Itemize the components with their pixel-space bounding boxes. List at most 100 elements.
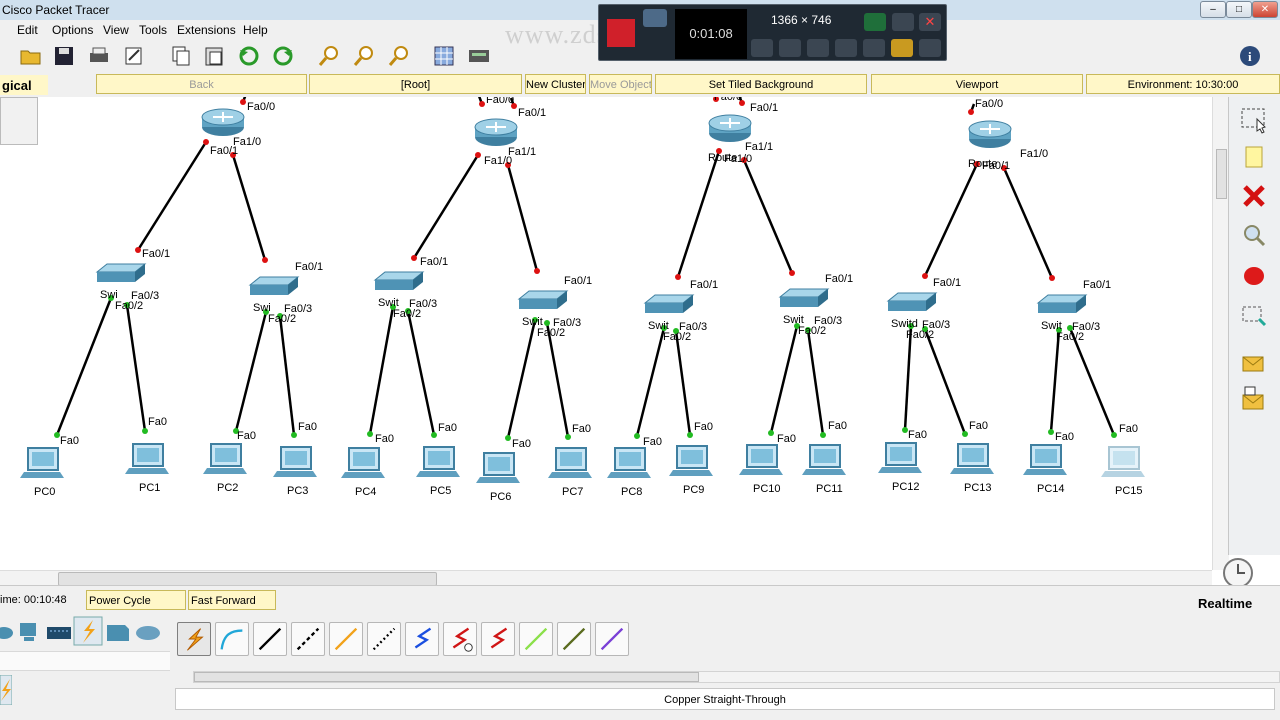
router-2[interactable] [708, 114, 752, 142]
resize-shape-icon[interactable] [1237, 299, 1271, 333]
menu-edit[interactable]: Edit [17, 23, 38, 37]
router-3[interactable] [968, 120, 1012, 148]
add-simple-pdu-icon[interactable] [1237, 345, 1271, 379]
region-icon[interactable] [864, 13, 886, 31]
cursor-icon[interactable] [835, 39, 857, 57]
menu-help[interactable]: Help [243, 23, 268, 37]
fast-forward-time-button[interactable]: Fast Forward Time [188, 590, 276, 627]
pc-1[interactable] [125, 443, 169, 474]
horizontal-scrollbar[interactable] [0, 570, 1212, 586]
switch-6[interactable] [886, 292, 938, 311]
power-cycle-devices-button[interactable]: Power Cycle Devices [86, 590, 186, 627]
switch-pc-link[interactable] [55, 297, 113, 436]
router-0[interactable] [201, 108, 245, 136]
switch-pc-link[interactable] [506, 319, 537, 439]
close-button[interactable]: ✕ [1252, 1, 1278, 18]
pc-4[interactable] [341, 447, 385, 478]
switch-pc-link[interactable] [923, 328, 967, 435]
switch-pc-link[interactable] [234, 311, 268, 432]
pc-8[interactable] [607, 447, 651, 478]
switch-pc-link[interactable] [769, 325, 799, 434]
palette-icon[interactable] [431, 44, 457, 68]
info-icon[interactable]: i [1237, 44, 1263, 68]
router-switch-link[interactable] [506, 164, 539, 272]
router-1[interactable] [474, 118, 518, 146]
router-switch-link[interactable] [676, 150, 721, 278]
connections-category-icon[interactable] [73, 616, 103, 646]
usb-icon[interactable] [595, 622, 629, 656]
viewport-button[interactable]: Viewport [871, 74, 1083, 94]
menu-view[interactable]: View [103, 23, 129, 37]
switch-7[interactable] [1036, 294, 1088, 313]
router-switch-link[interactable] [742, 159, 794, 274]
connections-selected-icon[interactable] [0, 675, 12, 705]
switch-1[interactable] [248, 276, 300, 295]
horizontal-scroll-thumb[interactable] [58, 572, 437, 586]
activity-wizard-icon[interactable] [121, 44, 147, 68]
custom-device-icon[interactable] [466, 44, 492, 68]
microphone-icon[interactable] [779, 39, 801, 57]
switch-pc-link[interactable] [406, 310, 436, 436]
environment-button[interactable]: Environment: 10:30:00 [1086, 74, 1280, 94]
pc-3[interactable] [273, 446, 317, 477]
switch-pc-link[interactable] [278, 315, 296, 436]
set-tiled-background-button[interactable]: Set Tiled Background [655, 74, 867, 94]
vertical-scroll-thumb[interactable] [1216, 149, 1227, 199]
select-icon[interactable] [1237, 103, 1271, 137]
pen-icon[interactable] [863, 39, 885, 57]
automatic-icon[interactable] [177, 622, 211, 656]
open-folder-icon[interactable] [18, 44, 44, 68]
router-switch-link[interactable] [923, 163, 979, 277]
router-switch-link[interactable] [231, 154, 267, 261]
pc-9[interactable] [669, 445, 713, 476]
save-icon[interactable] [51, 44, 77, 68]
zoom-out-icon[interactable] [386, 44, 412, 68]
move-object-button[interactable]: Move Object [589, 74, 652, 94]
inspect-icon[interactable] [1237, 219, 1271, 253]
back-button[interactable]: Back [96, 74, 307, 94]
switch-5[interactable] [778, 288, 830, 307]
recorder-minimize-icon[interactable] [892, 13, 914, 31]
zoom-reset-icon[interactable] [351, 44, 377, 68]
logical-tab[interactable]: gical [0, 75, 48, 95]
iot-icon[interactable] [557, 622, 591, 656]
paste-icon[interactable] [201, 44, 227, 68]
pc-2[interactable] [203, 443, 247, 474]
router-switch-link[interactable] [1002, 167, 1054, 279]
pc-15[interactable] [1101, 446, 1145, 477]
phone-icon[interactable] [367, 622, 401, 656]
copy-icon[interactable] [168, 44, 194, 68]
webcam-icon[interactable] [807, 39, 829, 57]
security-category-icon[interactable] [45, 619, 73, 647]
connection-scrollbar[interactable] [193, 671, 1280, 683]
switch-pc-link[interactable] [125, 304, 147, 432]
coaxial-icon[interactable] [405, 622, 439, 656]
switch-pc-link[interactable] [545, 322, 570, 438]
menu-options[interactable]: Options [52, 23, 94, 37]
folder-icon[interactable] [891, 39, 913, 57]
pc-7[interactable] [548, 447, 592, 478]
realtime-mode-label[interactable]: Realtime [1198, 596, 1253, 611]
fiber-icon[interactable] [329, 622, 363, 656]
switch-pc-link[interactable] [806, 329, 825, 436]
router-switch-link[interactable] [412, 154, 480, 259]
copper-straight-icon[interactable] [253, 622, 287, 656]
new-cluster-button[interactable]: New Cluster [525, 74, 586, 94]
menu-extensions[interactable]: Extensions [177, 23, 236, 37]
pc-12[interactable] [878, 442, 922, 473]
routers-category-icon[interactable] [0, 619, 14, 647]
camera-icon[interactable] [643, 9, 667, 27]
connection-scroll-thumb[interactable] [194, 672, 699, 682]
cluster-icon[interactable] [0, 97, 38, 145]
print-icon[interactable] [86, 44, 112, 68]
switch-pc-link[interactable] [1068, 327, 1116, 436]
pc-13[interactable] [950, 443, 994, 474]
speaker-icon[interactable] [751, 39, 773, 57]
draw-ellipse-icon[interactable] [1237, 259, 1271, 293]
minimize-button[interactable]: – [1200, 1, 1226, 18]
redo-icon[interactable] [270, 44, 296, 68]
note-icon[interactable] [1237, 141, 1271, 175]
undo-icon[interactable] [236, 44, 262, 68]
pc-10[interactable] [739, 444, 783, 475]
